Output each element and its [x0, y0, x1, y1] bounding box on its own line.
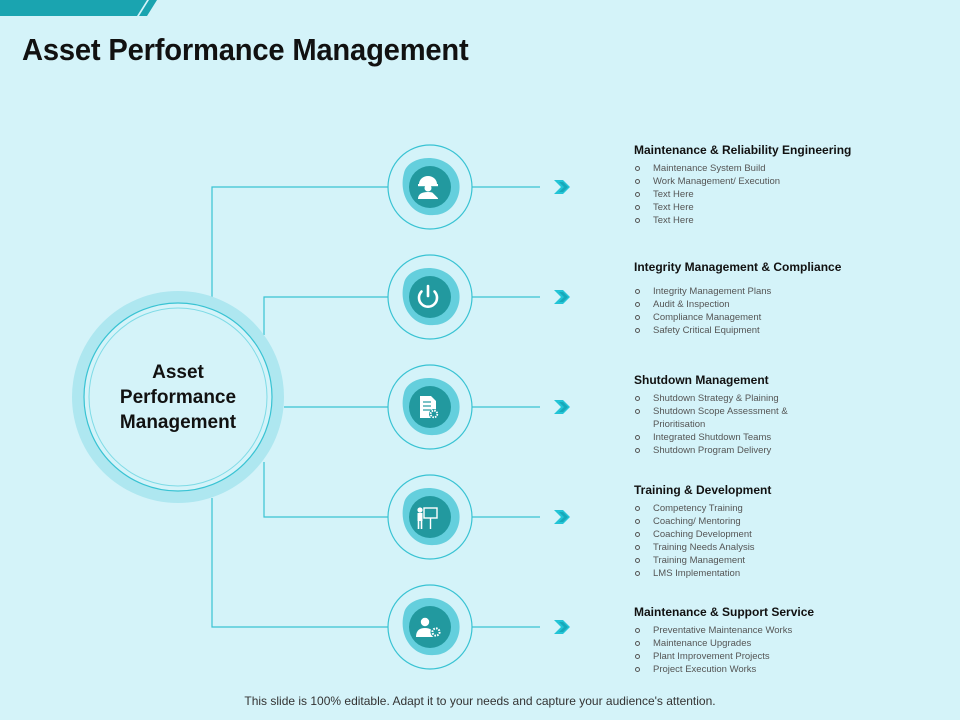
hub-label-line: Performance	[119, 387, 237, 408]
footer-note: This slide is 100% editable. Adapt it to…	[244, 694, 716, 708]
document-gear-icon	[420, 396, 439, 419]
list-item: Preventative Maintenance Works	[634, 624, 803, 637]
list-item: Compliance Management	[634, 311, 803, 324]
list-item: Project Execution Works	[634, 663, 803, 676]
list-item: Plant Improvement Projects	[634, 650, 803, 663]
node-2	[387, 254, 473, 340]
node-core	[409, 606, 451, 648]
user-gear-icon	[416, 617, 442, 638]
chevron-right-icon	[554, 400, 570, 414]
connector-line	[211, 186, 540, 298]
list-item: Coaching/ Mentoring	[634, 515, 803, 528]
list-item: Competency Training	[634, 502, 803, 515]
chevron-right-icon	[554, 510, 570, 524]
section-title: Shutdown Management	[634, 373, 769, 387]
list-item: Training Needs Analysis	[634, 541, 803, 554]
list-item: Training Management	[634, 554, 803, 567]
node-5	[387, 584, 473, 670]
list-item: Integrity Management Plans	[634, 285, 803, 298]
nodes	[387, 144, 473, 670]
node-1	[387, 144, 473, 230]
list-item: Shutdown Program Delivery	[634, 444, 803, 457]
list-item: Audit & Inspection	[634, 298, 803, 311]
node-core	[409, 276, 451, 318]
section-title: Maintenance & Support Service	[634, 605, 815, 619]
header-accent-bar	[0, 0, 157, 16]
section-title: Integrity Management & Compliance	[634, 260, 842, 274]
list-item: Text Here	[634, 201, 803, 214]
node-3	[387, 364, 473, 450]
node-core	[409, 496, 451, 538]
list-item: Text Here	[634, 214, 803, 227]
power-icon	[417, 284, 439, 308]
hub-label: Asset Performance Management	[98, 360, 258, 435]
node-4	[387, 474, 473, 560]
section-title: Training & Development	[634, 483, 772, 497]
engineer-icon	[418, 176, 441, 200]
list-item: LMS Implementation	[634, 567, 803, 580]
page-title: Asset Performance Management	[22, 32, 469, 67]
chevron-right-icon	[554, 290, 570, 304]
section-title: Maintenance & Reliability Engineering	[634, 143, 852, 157]
list-item: Shutdown Strategy & Plaining	[634, 392, 803, 405]
presentation-icon	[417, 507, 438, 529]
hub-core	[88, 307, 268, 487]
list-item: Maintenance Upgrades	[634, 637, 803, 650]
list-item: Coaching Development	[634, 528, 803, 541]
list-item: Maintenance System Build	[634, 162, 803, 175]
arrows	[554, 180, 570, 634]
list-item: Shutdown Scope Assessment & Prioritisati…	[634, 405, 803, 431]
chevron-right-icon	[554, 180, 570, 194]
list-item: Integrated Shutdown Teams	[634, 431, 803, 444]
hub-label-line: Asset	[152, 362, 204, 383]
hub-label-line: Management	[119, 412, 237, 433]
hub-circle	[72, 291, 284, 503]
list-item: Text Here	[634, 188, 803, 201]
chevron-right-icon	[554, 620, 570, 634]
list-item: Safety Critical Equipment	[634, 324, 803, 337]
list-item: Work Management/ Execution	[634, 175, 803, 188]
